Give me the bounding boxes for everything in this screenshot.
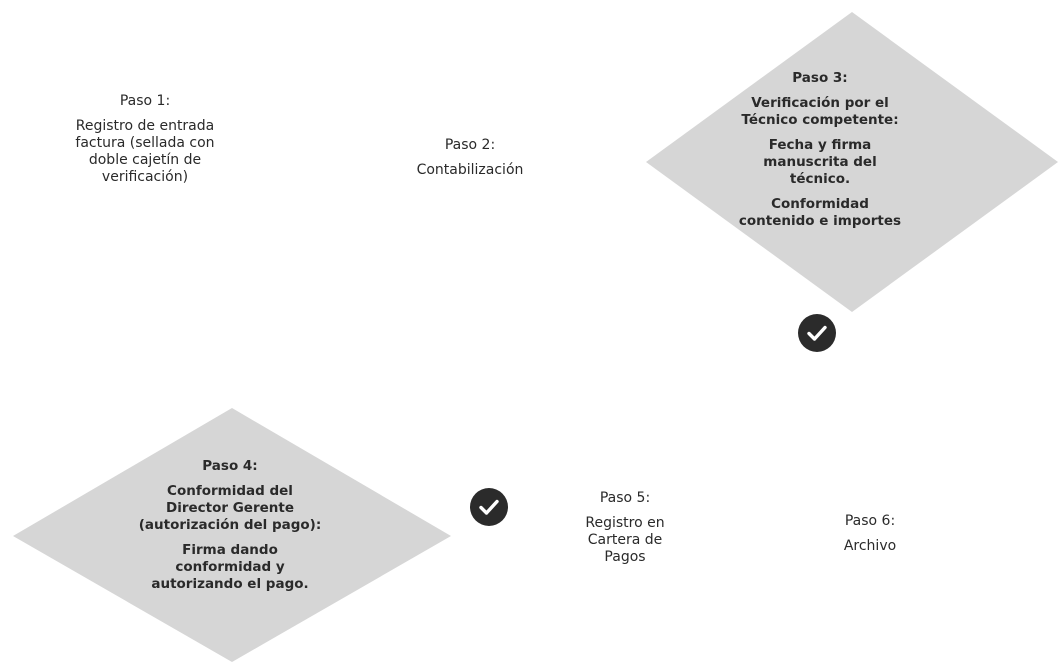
step-4-line: autorizando el pago.	[151, 576, 309, 592]
step-3: Paso 3: Verificación por el Técnico comp…	[705, 70, 935, 238]
step-3-heading: Verificación por el Técnico competente:	[705, 95, 935, 129]
step-3-line: manuscrita del	[763, 154, 877, 170]
step-4-title: Paso 4:	[202, 458, 258, 474]
step-4-detail: Firma dando conformidad y autorizando el…	[115, 542, 345, 593]
step-4-line: Firma dando	[182, 542, 278, 558]
step-5-line: Registro en	[585, 515, 665, 531]
step-3-line: Verificación por el	[751, 95, 889, 111]
step-4-line: (autorización del pago):	[138, 517, 322, 533]
step-1-line: factura (sellada con	[75, 135, 215, 151]
check-circle-icon	[470, 488, 508, 526]
step-2-line: Contabilización	[416, 162, 524, 178]
step-1-line: Registro de entrada	[75, 118, 215, 134]
step-6-title: Paso 6:	[844, 513, 896, 529]
step-6: Paso 6: Archivo	[790, 513, 950, 555]
step-3-title: Paso 3:	[792, 70, 848, 86]
step-4-heading: Conformidad del Director Gerente (autori…	[115, 483, 345, 534]
step-5: Paso 5: Registro en Cartera de Pagos	[550, 490, 700, 566]
check-circle-icon	[798, 314, 836, 352]
step-3-line: contenido e importes	[738, 213, 902, 229]
step-4: Paso 4: Conformidad del Director Gerente…	[115, 458, 345, 601]
step-1-line: doble cajetín de	[88, 152, 202, 168]
step-4-line: conformidad y	[175, 559, 285, 575]
step-3-line: Conformidad	[771, 196, 869, 212]
step4-diamond	[13, 408, 451, 662]
step-2: Paso 2: Contabilización	[380, 137, 560, 179]
step-3-line: técnico.	[789, 171, 851, 187]
step-5-line: Pagos	[604, 549, 646, 565]
step-4-line: Director Gerente	[165, 500, 294, 516]
step-5-title: Paso 5:	[599, 490, 651, 506]
step-3-line: Fecha y firma	[768, 137, 872, 153]
step-6-line: Archivo	[843, 538, 897, 554]
step-3-line: Técnico competente:	[741, 112, 899, 128]
step-3-detail: Conformidad contenido e importes	[705, 196, 935, 230]
step-3-detail: Fecha y firma manuscrita del técnico.	[705, 137, 935, 188]
step-1-title: Paso 1:	[119, 93, 171, 109]
step-2-title: Paso 2:	[444, 137, 496, 153]
step3-diamond	[646, 12, 1058, 312]
step-1-line: verificación)	[101, 169, 189, 185]
step-1: Paso 1: Registro de entrada factura (sel…	[40, 93, 250, 186]
step-4-line: Conformidad del	[167, 483, 293, 499]
step-5-line: Cartera de	[587, 532, 663, 548]
